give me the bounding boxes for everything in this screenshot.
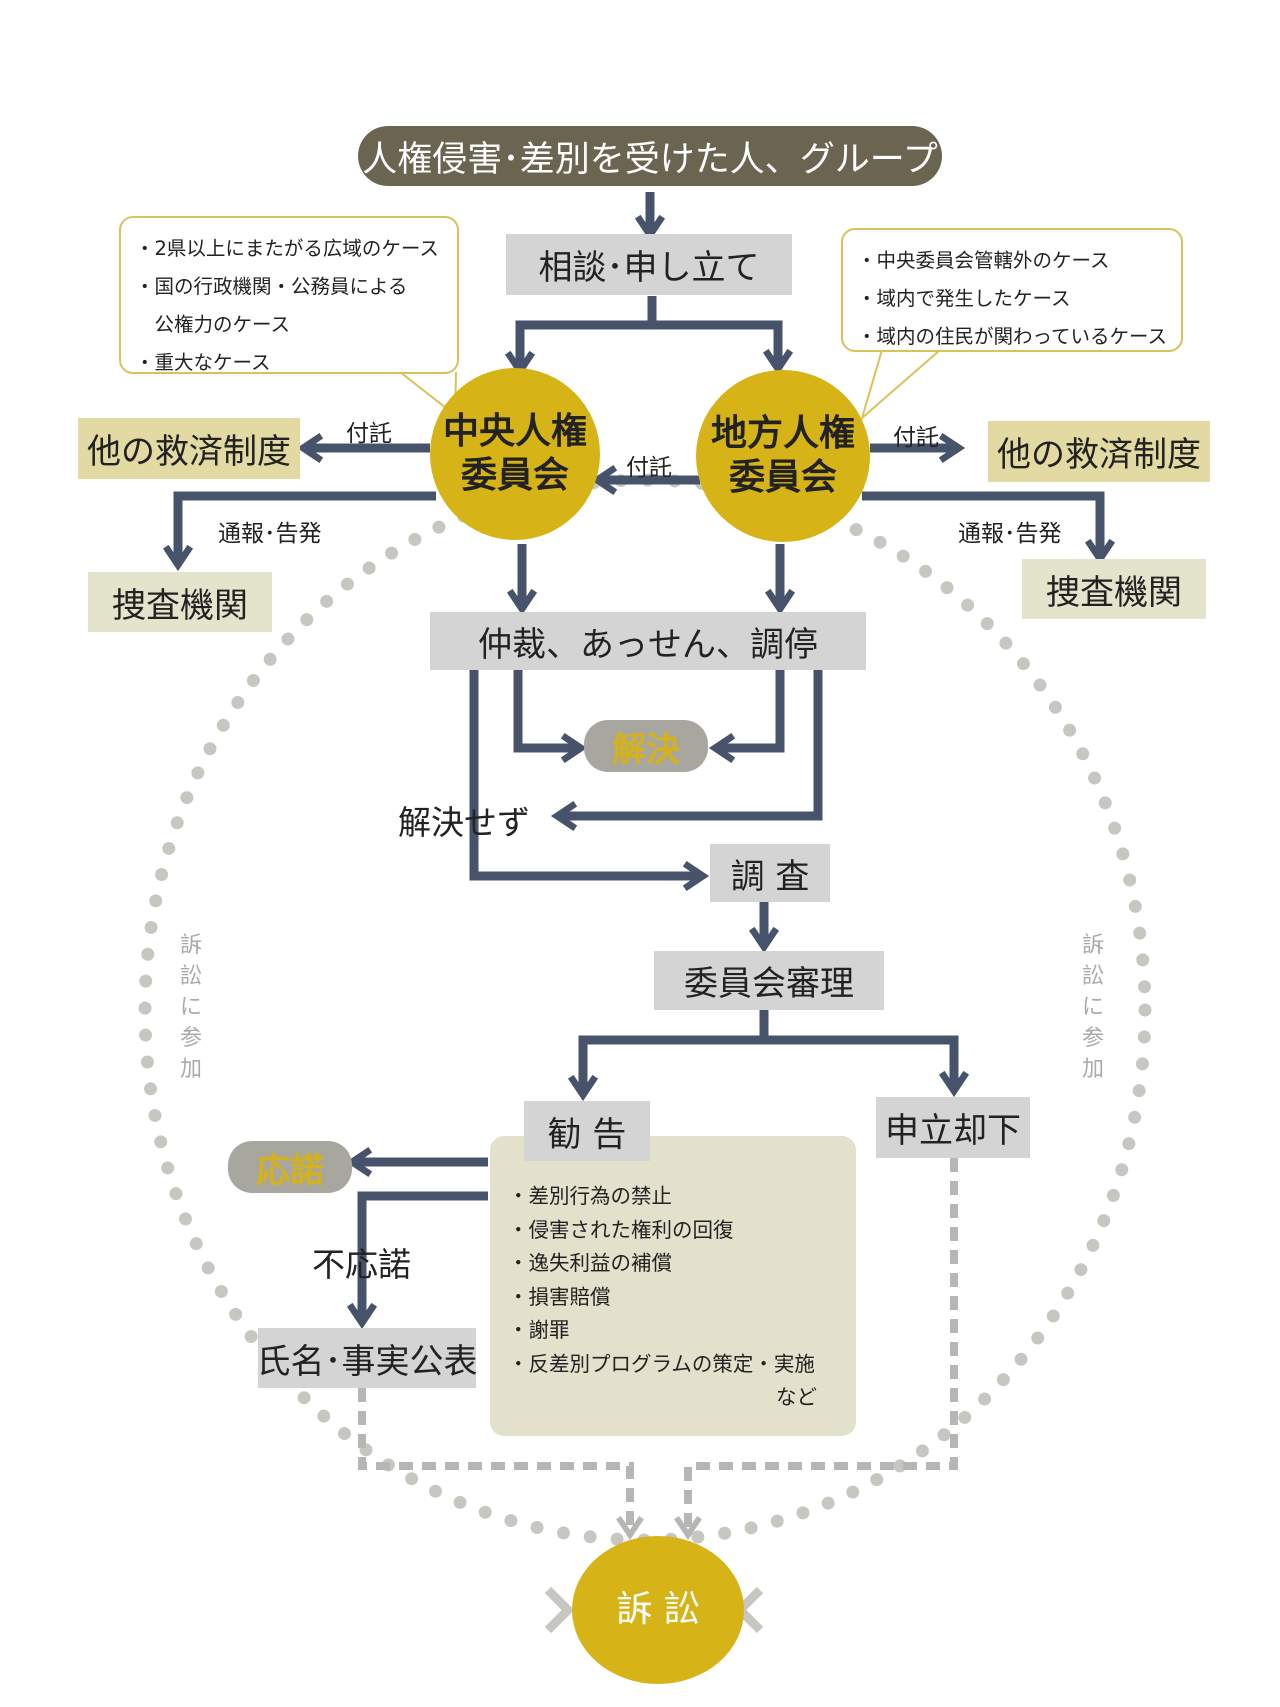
right-callout-tail [860, 349, 941, 422]
central-human-rights-commission: 中央人権委員会 [430, 368, 600, 540]
local-human-rights-commission: 地方人権委員会 [696, 370, 870, 542]
non-accept-label: 不応諾 [312, 1245, 411, 1284]
remedy-list-panel: ・差別行為の禁止 ・侵害された権利の回復 ・逸失利益の補償 ・損害賠償 ・謝罪 … [490, 1136, 856, 1436]
arrow-deliberation-to-dismissal [764, 1035, 970, 1098]
arrow-consult-to-local [652, 320, 794, 376]
unresolved-label: 解決せず [398, 803, 530, 842]
central-jurisdiction-callout: ・2県以上にまたがる広域のケース ・国の行政機関・公務員による 公権力のケース … [119, 216, 459, 374]
arrow-mediation-to-resolved-left [513, 670, 588, 764]
arrow-central-to-investigation [162, 491, 436, 572]
inquiry-box: 調 査 [710, 844, 830, 902]
arrow-consult-to-central [504, 296, 657, 378]
participate-label-right: 訴訟に参加 [1081, 933, 1104, 1082]
ring-arrow-left [544, 1586, 575, 1634]
arrow-unresolved-to-inquiry [469, 670, 710, 892]
refer-label-right: 付託 [893, 425, 939, 451]
arrow-mediation-to-resolved-right [708, 670, 785, 764]
dashed-publication-to-lawsuit [358, 1388, 644, 1541]
mediation-box: 仲裁、あっせん、調停 [430, 612, 866, 670]
publication-box: 氏名･事実公表 [257, 1328, 478, 1388]
refer-label-left: 付託 [346, 421, 392, 447]
affected-person-pill: 人権侵害･差別を受けた人、グループ [358, 126, 942, 186]
report-label-left: 通報･告発 [218, 521, 322, 547]
dismissal-box: 申立却下 [876, 1097, 1030, 1158]
arrow-deliberation-to-recommendation [567, 1010, 769, 1102]
accept-pill: 応諾 [228, 1141, 352, 1193]
refer-label-middle: 付託 [626, 455, 672, 481]
arrow-recommendation-to-publication [346, 1191, 488, 1330]
investigation-agency-right: 捜査機関 [1022, 559, 1206, 619]
report-label-right: 通報･告発 [958, 521, 1062, 547]
local-jurisdiction-callout: ・中央委員会管轄外のケース ・域内で発生したケース ・域内の住民が関わっているケ… [841, 228, 1183, 352]
lawsuit-circle: 訴 訟 [572, 1536, 744, 1684]
deliberation-box: 委員会審理 [654, 951, 884, 1010]
recommendation-box: 勧 告 [524, 1101, 650, 1161]
participate-label-left: 訴訟に参加 [179, 933, 202, 1082]
arrow-mediation-to-unresolved [550, 670, 823, 832]
resolved-pill: 解決 [584, 720, 708, 772]
other-relief-right: 他の救済制度 [988, 421, 1210, 482]
consult-box: 相談･申し立て [506, 234, 792, 295]
investigation-agency-left: 捜査機関 [88, 572, 272, 632]
dashed-dismissal-to-lawsuit [674, 1158, 958, 1541]
arrow-local-to-investigation [862, 491, 1116, 566]
other-relief-left: 他の救済制度 [78, 418, 300, 479]
